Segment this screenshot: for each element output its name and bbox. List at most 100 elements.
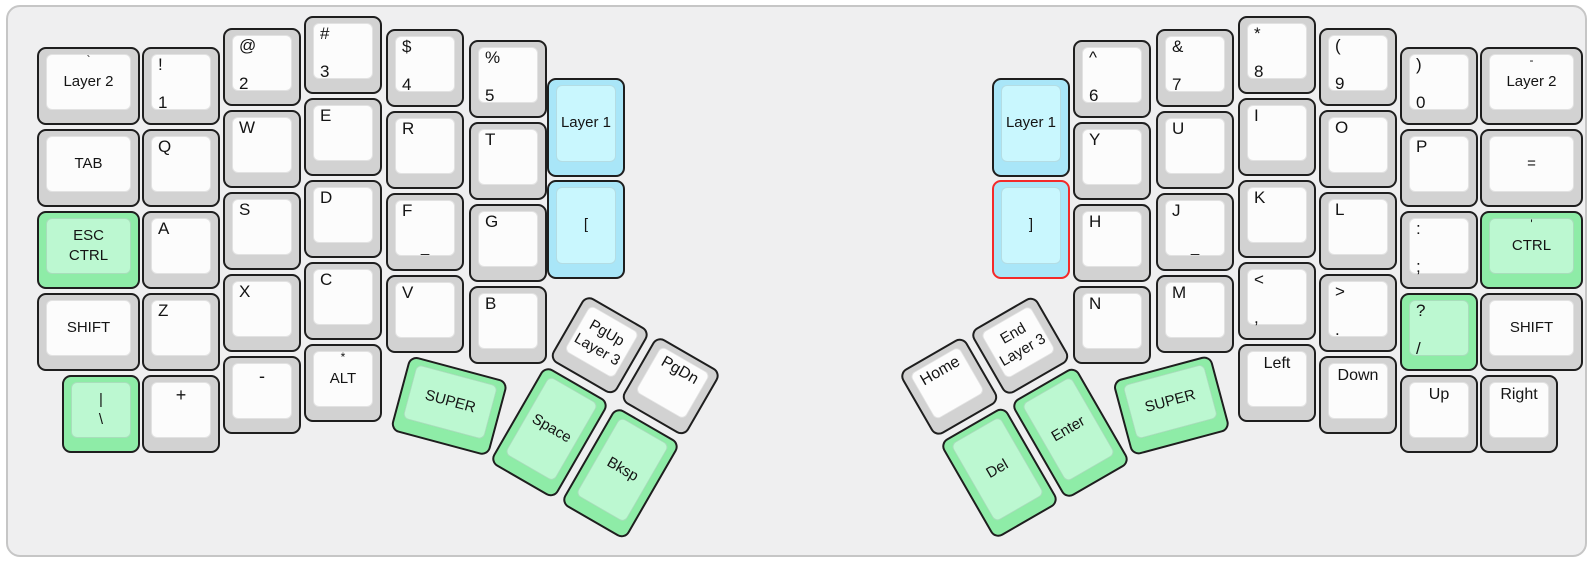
key-p[interactable]: P (1400, 129, 1478, 207)
key-label: Y (1089, 130, 1101, 149)
key-w[interactable]: W (223, 110, 301, 188)
key-arrow-right[interactable]: Right (1480, 375, 1558, 453)
key-arrow-down[interactable]: Down (1319, 356, 1397, 434)
key-arrow-up[interactable]: Up (1400, 375, 1478, 453)
key-o[interactable]: O (1319, 110, 1397, 188)
key-label: Space (529, 410, 575, 447)
key-label: ; (1416, 257, 1421, 276)
key-8-star[interactable]: *8 (1238, 16, 1316, 94)
key-e[interactable]: E (304, 98, 382, 176)
key-super-left[interactable]: SUPER (389, 355, 509, 457)
key-tab[interactable]: TAB (37, 129, 140, 207)
key-label: ! (158, 55, 163, 74)
key-6-caret[interactable]: ^6 (1073, 40, 1151, 118)
key-c[interactable]: C (304, 262, 382, 340)
key-f-homing[interactable]: F_ (386, 193, 464, 271)
key-label: Z (158, 301, 169, 320)
key-plus[interactable]: + (142, 375, 220, 453)
key-label: K (1254, 188, 1266, 207)
key-label: SUPER (423, 386, 478, 417)
key-x[interactable]: X (223, 274, 301, 352)
key-2-at[interactable]: @2 (223, 28, 301, 106)
keycap-top (71, 382, 131, 438)
key-label: | (99, 391, 103, 408)
key-left-bracket[interactable]: [ (547, 180, 625, 279)
key-alt[interactable]: *ALT (304, 344, 382, 422)
key-equals[interactable]: = (1480, 129, 1583, 207)
key-k[interactable]: K (1238, 180, 1316, 258)
key-center-labels: SHIFT (41, 297, 136, 359)
key-g[interactable]: G (469, 204, 547, 282)
key-label: Layer 2 (63, 72, 114, 90)
key-d[interactable]: D (304, 180, 382, 258)
key-center-labels: |\ (66, 379, 136, 441)
key-y[interactable]: Y (1073, 122, 1151, 200)
key-label: O (1335, 118, 1349, 137)
key-center-labels: SUPER (1117, 359, 1224, 443)
key-right-bracket[interactable]: ] (992, 180, 1070, 279)
keycap-top (478, 47, 538, 103)
key-1-exclam[interactable]: !1 (142, 47, 220, 125)
key-period-gt[interactable]: >. (1319, 274, 1397, 352)
keycap-top (1328, 117, 1388, 173)
key-s[interactable]: S (223, 192, 301, 270)
keycap-top (395, 282, 455, 338)
key-label: Layer 1 (560, 114, 612, 132)
key-semicolon[interactable]: :; (1400, 211, 1478, 289)
key-center-labels: ] (996, 184, 1066, 267)
key-0-rparen[interactable]: )0 (1400, 47, 1478, 125)
key-4-dollar[interactable]: $4 (386, 29, 464, 107)
key-quote-ctrl[interactable]: 'CTRL (1480, 211, 1583, 289)
key-b[interactable]: B (469, 286, 547, 364)
key-center-labels: = (1484, 133, 1579, 195)
key-label: TAB (74, 154, 103, 172)
key-label: Bksp (604, 453, 642, 485)
key-layer1-left[interactable]: Layer 1 (547, 78, 625, 177)
key-label: B (485, 294, 497, 313)
key-m[interactable]: M (1156, 275, 1234, 353)
key-l[interactable]: L (1319, 192, 1397, 270)
key-comma-lt[interactable]: <, (1238, 262, 1316, 340)
key-label: D (320, 188, 333, 207)
key-5-percent[interactable]: %5 (469, 40, 547, 118)
key-label: / (1416, 339, 1421, 358)
key-i[interactable]: I (1238, 98, 1316, 176)
key-pipe-backslash[interactable]: |\ (62, 375, 140, 453)
key-z[interactable]: Z (142, 293, 220, 371)
key-label: C (320, 270, 333, 289)
key-q[interactable]: Q (142, 129, 220, 207)
key-u[interactable]: U (1156, 111, 1234, 189)
key-slash-question[interactable]: ?/ (1400, 293, 1478, 371)
key-shift-left[interactable]: SHIFT (37, 293, 140, 371)
key-minus-left[interactable]: - (223, 356, 301, 434)
key-label: & (1172, 37, 1184, 56)
key-r[interactable]: R (386, 111, 464, 189)
key-label: ] (1028, 216, 1034, 234)
key-dash-layer2[interactable]: -Layer 2 (1480, 47, 1583, 125)
key-label: ' (1530, 217, 1533, 231)
key-v[interactable]: V (386, 275, 464, 353)
key-9-lparen[interactable]: (9 (1319, 28, 1397, 106)
keycap-top (232, 117, 292, 173)
keycap-top (1489, 54, 1574, 110)
key-arrow-left[interactable]: Left (1238, 344, 1316, 422)
key-a[interactable]: A (142, 211, 220, 289)
key-h[interactable]: H (1073, 204, 1151, 282)
key-super-right[interactable]: SUPER (1112, 354, 1231, 457)
key-j-homing[interactable]: J_ (1156, 193, 1234, 271)
key-shift-right[interactable]: SHIFT (1480, 293, 1583, 371)
keycap-top (1247, 105, 1307, 161)
key-label: : (1416, 219, 1421, 238)
key-n[interactable]: N (1073, 286, 1151, 364)
keycap-top (1247, 187, 1307, 243)
key-t[interactable]: T (469, 122, 547, 200)
keycap-top (1165, 200, 1225, 256)
key-layer1-right[interactable]: Layer 1 (992, 78, 1070, 177)
key-3-hash[interactable]: #3 (304, 16, 382, 94)
key-backtick-layer2[interactable]: `Layer 2 (37, 47, 140, 125)
key-label: > (1335, 282, 1345, 301)
key-7-amp[interactable]: &7 (1156, 29, 1234, 107)
key-label: SHIFT (1509, 318, 1554, 336)
